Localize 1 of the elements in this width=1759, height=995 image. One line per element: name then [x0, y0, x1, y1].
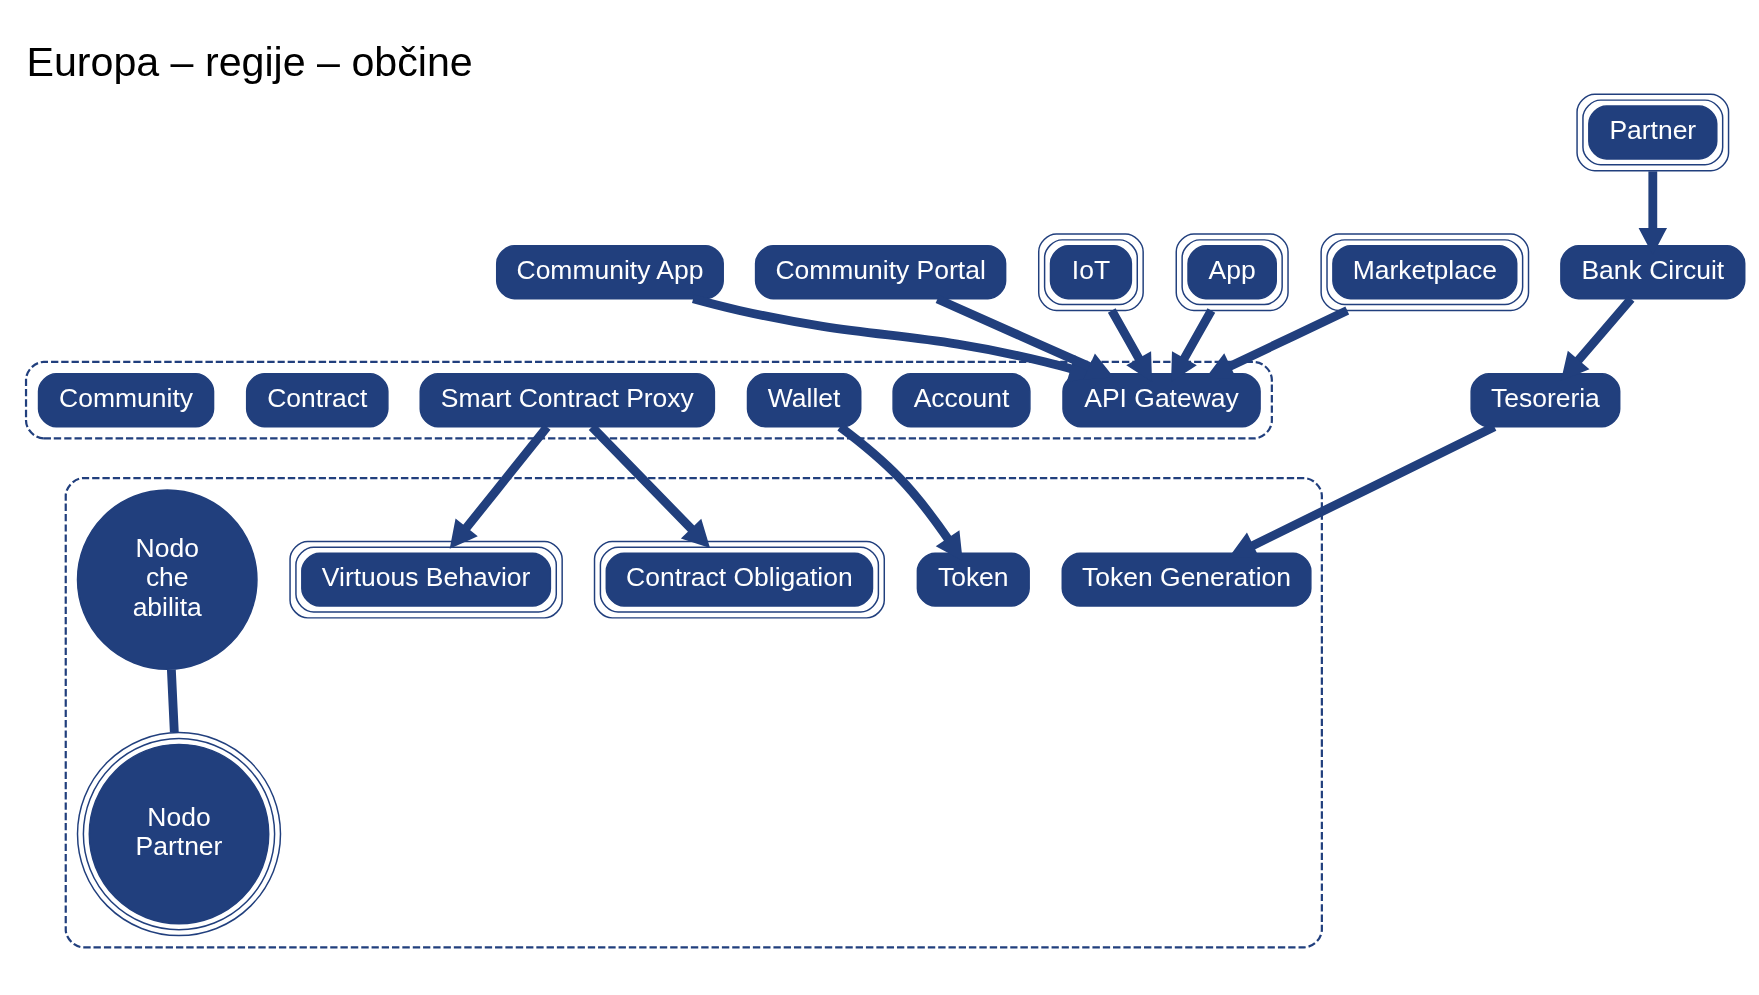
- diagram-title: Europa – regije – občine: [26, 38, 473, 85]
